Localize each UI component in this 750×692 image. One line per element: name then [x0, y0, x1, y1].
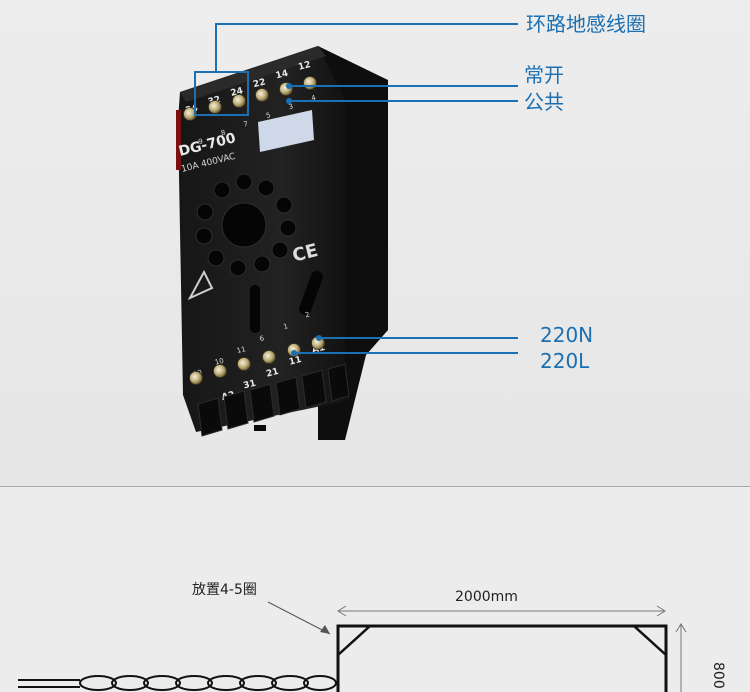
top-terminal-6: 12	[297, 60, 312, 73]
callout-normally-open: 常开	[524, 63, 564, 87]
bottom-inner-1: 1	[283, 322, 289, 331]
bottom-num-4: 6	[259, 334, 266, 343]
loop-diagram: 放置4-5圈 2000mm 800	[18, 582, 726, 692]
top-terminal-4: 22	[252, 77, 267, 90]
callout-220l: 220L	[540, 349, 590, 373]
callout-lines	[194, 23, 518, 354]
warning-triangle-icon	[187, 269, 214, 301]
callout-loop-coil: 环路地感线圈	[526, 12, 646, 36]
bottom-slots	[197, 363, 350, 437]
bottom-terminal-5: 11	[288, 355, 303, 368]
relay-base: CE DG-700 10A 400VAC 34 32 24 22 14 12 9…	[176, 46, 388, 440]
height-dimension-label: 800	[710, 662, 726, 689]
socket-holes	[195, 173, 297, 277]
twisted-wire	[79, 675, 337, 691]
top-inner-6: 3	[288, 102, 294, 111]
loop-coil-outline	[336, 624, 668, 692]
callout-dots	[286, 83, 322, 356]
bottom-inner-2: 2	[304, 311, 310, 320]
relay-front-face	[178, 46, 350, 432]
label-sticker	[258, 110, 314, 152]
bottom-terminal-4: 21	[265, 367, 280, 380]
bottom-num-2: 10	[214, 357, 225, 367]
loop-coil-highlight-box	[194, 71, 249, 116]
width-dimension-label: 2000mm	[455, 589, 518, 605]
bottom-num-3: 11	[236, 345, 247, 355]
top-inner-1: 9	[198, 137, 204, 146]
callout-220n: 220N	[540, 323, 593, 347]
top-terminal-5: 14	[275, 69, 290, 82]
bottom-terminal-3: 31	[242, 379, 257, 392]
winding-note: 放置4-5圈	[192, 582, 257, 598]
top-inner-5: 5	[265, 111, 271, 120]
top-inner-2: 8	[220, 129, 226, 138]
loop-diagram-panel	[0, 487, 750, 692]
callout-common: 公共	[524, 90, 564, 114]
top-inner-7: 4	[310, 94, 317, 103]
top-inner-3: 7	[243, 120, 249, 129]
